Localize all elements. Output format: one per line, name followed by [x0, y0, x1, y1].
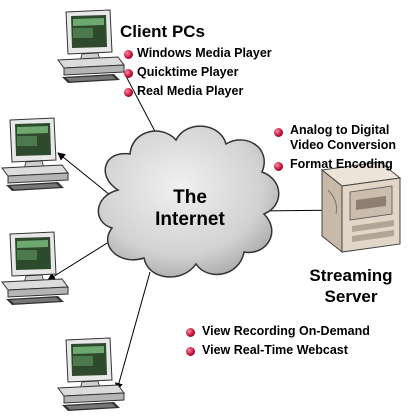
- feature-format-encoding: Format Encoding: [290, 157, 393, 171]
- bullet-icon: [124, 88, 133, 97]
- player-real-media: Real Media Player: [137, 84, 244, 98]
- streaming-server-label: Streaming Server: [296, 265, 406, 307]
- desktop-computer-icon: [57, 337, 125, 412]
- player-windows-media: Windows Media Player: [137, 46, 272, 60]
- internet-cloud: [97, 125, 280, 278]
- server-label-line: Streaming: [309, 266, 393, 285]
- mode-webcast: View Real-Time Webcast: [202, 343, 348, 357]
- desktop-computer-icon: [1, 231, 69, 306]
- server-tower-icon: [320, 161, 402, 254]
- internet-label: The Internet: [150, 187, 230, 231]
- bullet-icon: [186, 347, 195, 356]
- arrow-to-client-2: [57, 152, 111, 196]
- bullet-icon: [124, 50, 133, 59]
- desktop-computer-icon: [57, 9, 125, 84]
- bullet-icon: [186, 328, 195, 337]
- client-pcs-title: Client PCs: [120, 22, 206, 41]
- desktop-computer-icon: [1, 117, 69, 192]
- arrow-to-client-4: [115, 271, 151, 391]
- player-quicktime: Quicktime Player: [137, 65, 239, 79]
- feature-line: Analog to Digital: [290, 123, 390, 137]
- bullet-icon: [124, 69, 133, 78]
- internet-label-line: Internet: [155, 209, 225, 230]
- bullet-icon: [274, 162, 283, 171]
- internet-label-line: The: [173, 187, 207, 208]
- feature-analog-to-digital: Analog to Digital Video Conversion: [290, 123, 396, 153]
- feature-line: Video Conversion: [290, 138, 397, 152]
- mode-on-demand: View Recording On-Demand: [202, 324, 370, 338]
- bullet-icon: [274, 128, 283, 137]
- arrow-to-client-3: [47, 239, 113, 281]
- server-label-line: Server: [324, 287, 378, 306]
